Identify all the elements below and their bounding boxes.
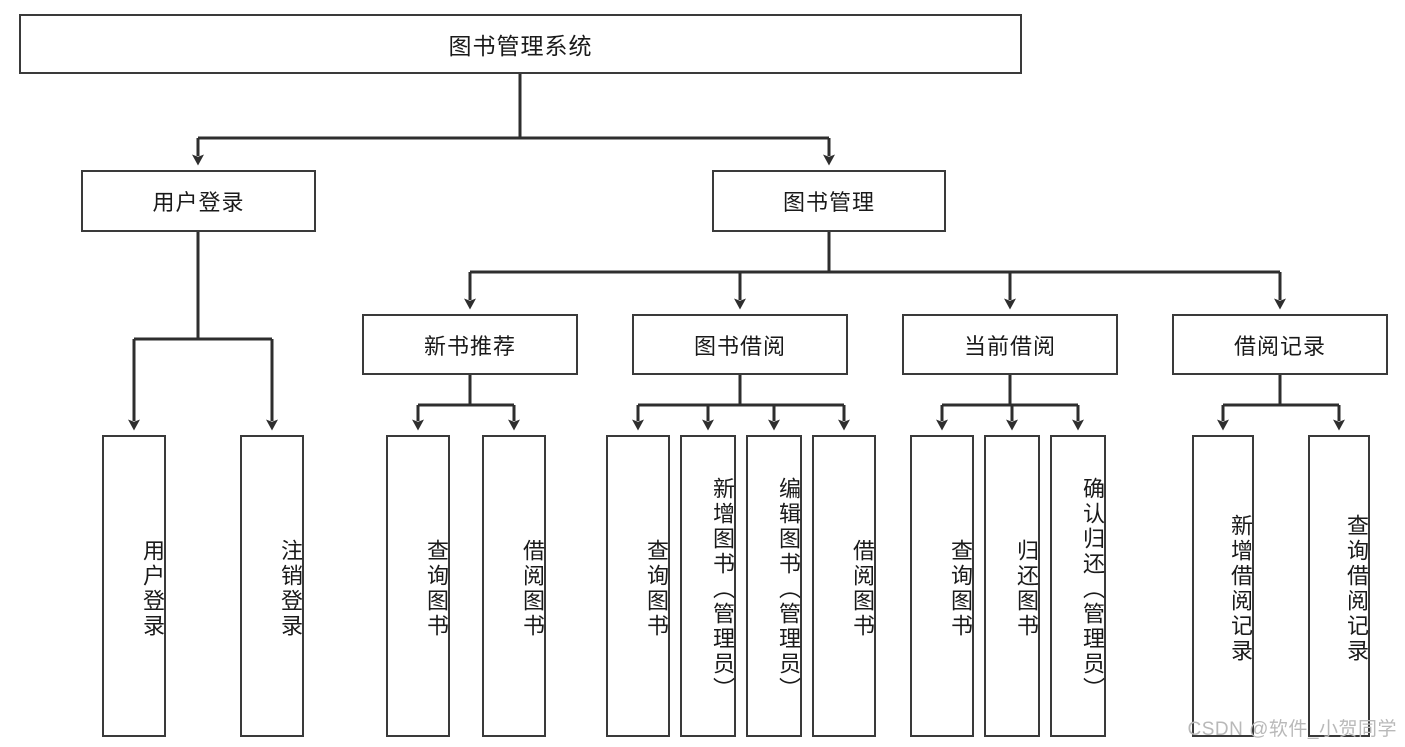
node-leaf-query-book-3[interactable]: 查询图书 <box>910 435 974 737</box>
node-leaf-edit-book[interactable]: 编辑图书（管理员） <box>746 435 802 737</box>
node-leaf-return-book[interactable]: 归还图书 <box>984 435 1040 737</box>
node-new-book-rec[interactable]: 新书推荐 <box>362 314 578 375</box>
node-leaf-borrow-book-2[interactable]: 借阅图书 <box>812 435 876 737</box>
node-leaf-borrow-book-2-label: 借阅图书 <box>850 539 875 639</box>
node-borrow-record-label: 借阅记录 <box>1233 333 1326 359</box>
node-leaf-query-book-1-label: 查询图书 <box>424 539 449 639</box>
node-leaf-add-book[interactable]: 新增图书（管理员） <box>680 435 736 737</box>
node-leaf-add-record[interactable]: 新增借阅记录 <box>1192 435 1254 737</box>
node-leaf-query-book-2[interactable]: 查询图书 <box>606 435 670 737</box>
node-leaf-query-book-2-label: 查询图书 <box>644 539 669 639</box>
watermark: CSDN @软件_小贺同学 <box>1187 719 1397 740</box>
node-borrow-record[interactable]: 借阅记录 <box>1172 314 1388 375</box>
node-leaf-query-book-1[interactable]: 查询图书 <box>386 435 450 737</box>
node-leaf-user-logout-label: 注销登录 <box>278 539 303 639</box>
node-leaf-borrow-book-1-label: 借阅图书 <box>520 539 545 639</box>
node-leaf-borrow-book-1[interactable]: 借阅图书 <box>482 435 546 737</box>
node-leaf-return-book-label: 归还图书 <box>1014 539 1039 639</box>
node-user-login[interactable]: 用户登录 <box>81 170 316 232</box>
node-leaf-confirm-return-label: 确认归还（管理员） <box>1080 476 1105 702</box>
node-book-borrow-label: 图书借阅 <box>693 333 786 359</box>
node-leaf-query-book-3-label: 查询图书 <box>948 539 973 639</box>
node-book-manage-label: 图书管理 <box>782 190 875 215</box>
node-user-login-label: 用户登录 <box>152 190 245 215</box>
node-leaf-user-login-label: 用户登录 <box>140 539 165 639</box>
node-leaf-user-logout[interactable]: 注销登录 <box>240 435 304 737</box>
node-current-borrow-label: 当前借阅 <box>963 333 1056 359</box>
node-leaf-add-book-label: 新增图书（管理员） <box>710 476 735 702</box>
node-book-manage[interactable]: 图书管理 <box>712 170 946 232</box>
node-leaf-add-record-label: 新增借阅记录 <box>1228 514 1253 664</box>
node-leaf-confirm-return[interactable]: 确认归还（管理员） <box>1050 435 1106 737</box>
node-root[interactable]: 图书管理系统 <box>19 14 1022 74</box>
node-leaf-edit-book-label: 编辑图书（管理员） <box>776 476 801 702</box>
node-new-book-rec-label: 新书推荐 <box>423 333 516 359</box>
node-book-borrow[interactable]: 图书借阅 <box>632 314 848 375</box>
node-current-borrow[interactable]: 当前借阅 <box>902 314 1118 375</box>
node-leaf-query-record-label: 查询借阅记录 <box>1344 514 1369 664</box>
node-root-label: 图书管理系统 <box>448 33 593 59</box>
node-leaf-user-login[interactable]: 用户登录 <box>102 435 166 737</box>
node-leaf-query-record[interactable]: 查询借阅记录 <box>1308 435 1370 737</box>
